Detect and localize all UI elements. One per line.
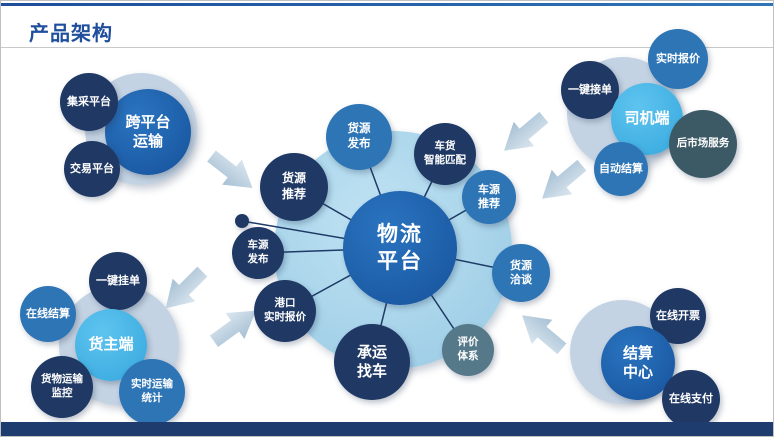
node-cargo-negotiation: 货源 洽谈 xyxy=(492,244,550,302)
arrow-driver-to-hub-icon xyxy=(504,111,549,151)
node-trading-platform: 交易平台 xyxy=(64,141,120,197)
node-vehicle-recommend: 车源 推荐 xyxy=(462,170,516,224)
arrow-settlement-to-hub-icon xyxy=(522,315,567,355)
arrow-cross-platform-to-hub-icon xyxy=(207,150,253,189)
hub-node-logistics-platform: 物流 平台 xyxy=(343,191,457,305)
node-vehicle-publish: 车源 发布 xyxy=(232,227,284,279)
node-vehicle-cargo-smart-match: 车货 智能匹配 xyxy=(414,123,476,185)
node-one-click-post: 一键挂单 xyxy=(89,252,147,310)
node-port-realtime-quote: 港口 实时报价 xyxy=(254,280,316,342)
header-divider xyxy=(1,47,773,48)
node-cargo-publish: 货源 发布 xyxy=(326,104,392,170)
node-evaluation-system: 评价 体系 xyxy=(442,324,494,376)
arrow-driver-to-hub-lower-icon xyxy=(542,159,587,199)
node-online-payment: 在线支付 xyxy=(662,370,720,428)
node-online-settlement: 在线结算 xyxy=(20,286,76,342)
node-aftermarket-service: 后市场服务 xyxy=(669,110,737,178)
node-settlement-center: 结算 中心 xyxy=(601,326,675,400)
node-realtime-transport-stats: 实时运输 统计 xyxy=(119,359,185,425)
node-procurement-platform: 集采平台 xyxy=(60,73,118,131)
node-carrier-find-vehicle: 承运 找车 xyxy=(334,324,410,400)
node-one-click-accept: 一键接单 xyxy=(561,61,619,119)
page-title: 产品架构 xyxy=(29,23,113,45)
node-auto-settlement: 自动结算 xyxy=(594,142,648,196)
node-cross-platform-transport: 跨平台 运输 xyxy=(105,89,191,175)
top-accent-line xyxy=(1,3,773,6)
node-cargo-transport-monitor: 货物运输 监控 xyxy=(31,356,93,418)
node-realtime-quote: 实时报价 xyxy=(648,29,708,89)
bottom-bar xyxy=(1,422,773,436)
node-cargo-recommend: 货源 推荐 xyxy=(260,153,328,221)
node-dot xyxy=(235,214,249,228)
